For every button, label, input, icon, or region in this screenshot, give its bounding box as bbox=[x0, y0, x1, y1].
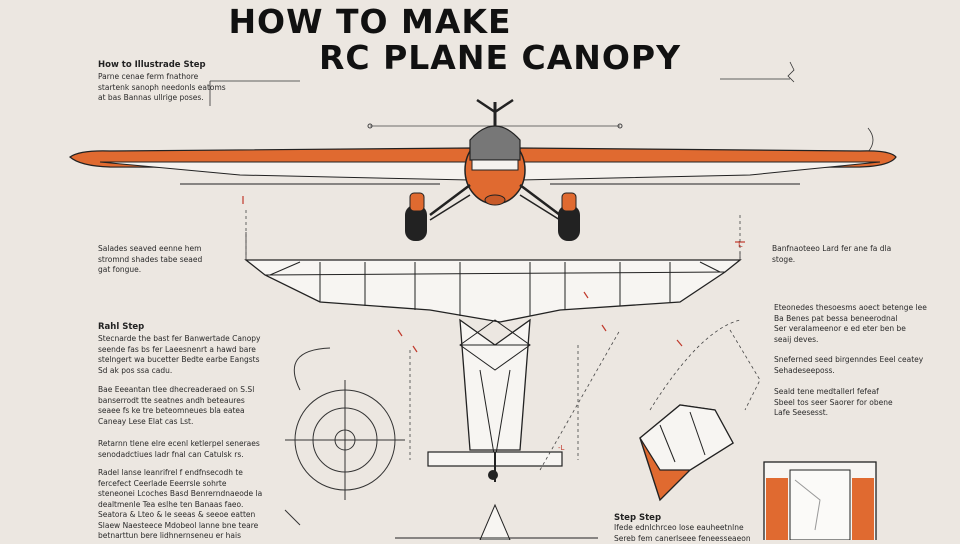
guide-lines bbox=[245, 210, 761, 471]
block-2-note: Bae Eeeantan tlee dhecreaderaed on S.Sl … bbox=[98, 385, 255, 426]
intro-heading: How to Illustrade Step bbox=[98, 60, 206, 70]
airplane-front-icon bbox=[69, 98, 897, 241]
right-top-note: Banfnaoteeo Lard fer ane fa dla stoge. bbox=[772, 244, 892, 264]
target-crosshair-icon bbox=[284, 347, 405, 526]
bottom-heading: Step Step bbox=[614, 513, 662, 523]
intro-body: Parne cenae ferm fnathore startenk sanop… bbox=[98, 72, 226, 102]
right-block-1: Eteonedes thesoesms aoect betenge lee Ba… bbox=[774, 303, 927, 344]
wing-plan-icon bbox=[244, 259, 742, 540]
mark-a: L bbox=[738, 240, 743, 249]
block-3-note: Retarnn tlene elre ecenl ketlerpel sener… bbox=[98, 439, 260, 459]
block-4-note: Radel lanse leanrifrel f endfnsecodh te … bbox=[98, 468, 263, 540]
title-line-1: HOW TO MAKE bbox=[228, 2, 512, 41]
right-block-2: Sneferned seed birgenndes Eeel ceatey Se… bbox=[774, 355, 924, 375]
right-block-3: Seald tene medtallerl fefeaf Sbeel tos s… bbox=[774, 387, 893, 417]
title-line-2: RC PLANE CANOPY bbox=[318, 38, 682, 77]
bottom-body: Ifede ednlchrceo lose eauheetnlne Sereb … bbox=[614, 523, 751, 543]
canopy-part-icon bbox=[639, 404, 734, 502]
step-body: Stecnarde the bast fer Banwertade Canopy… bbox=[98, 334, 261, 375]
mid-left-note: Salades seaved eenne hem stromnd shades … bbox=[98, 244, 203, 274]
step-bracket-icon bbox=[763, 461, 877, 540]
red-marks bbox=[242, 196, 745, 353]
mark-b: -L bbox=[558, 444, 565, 452]
step-heading: Rahl Step bbox=[98, 322, 145, 332]
